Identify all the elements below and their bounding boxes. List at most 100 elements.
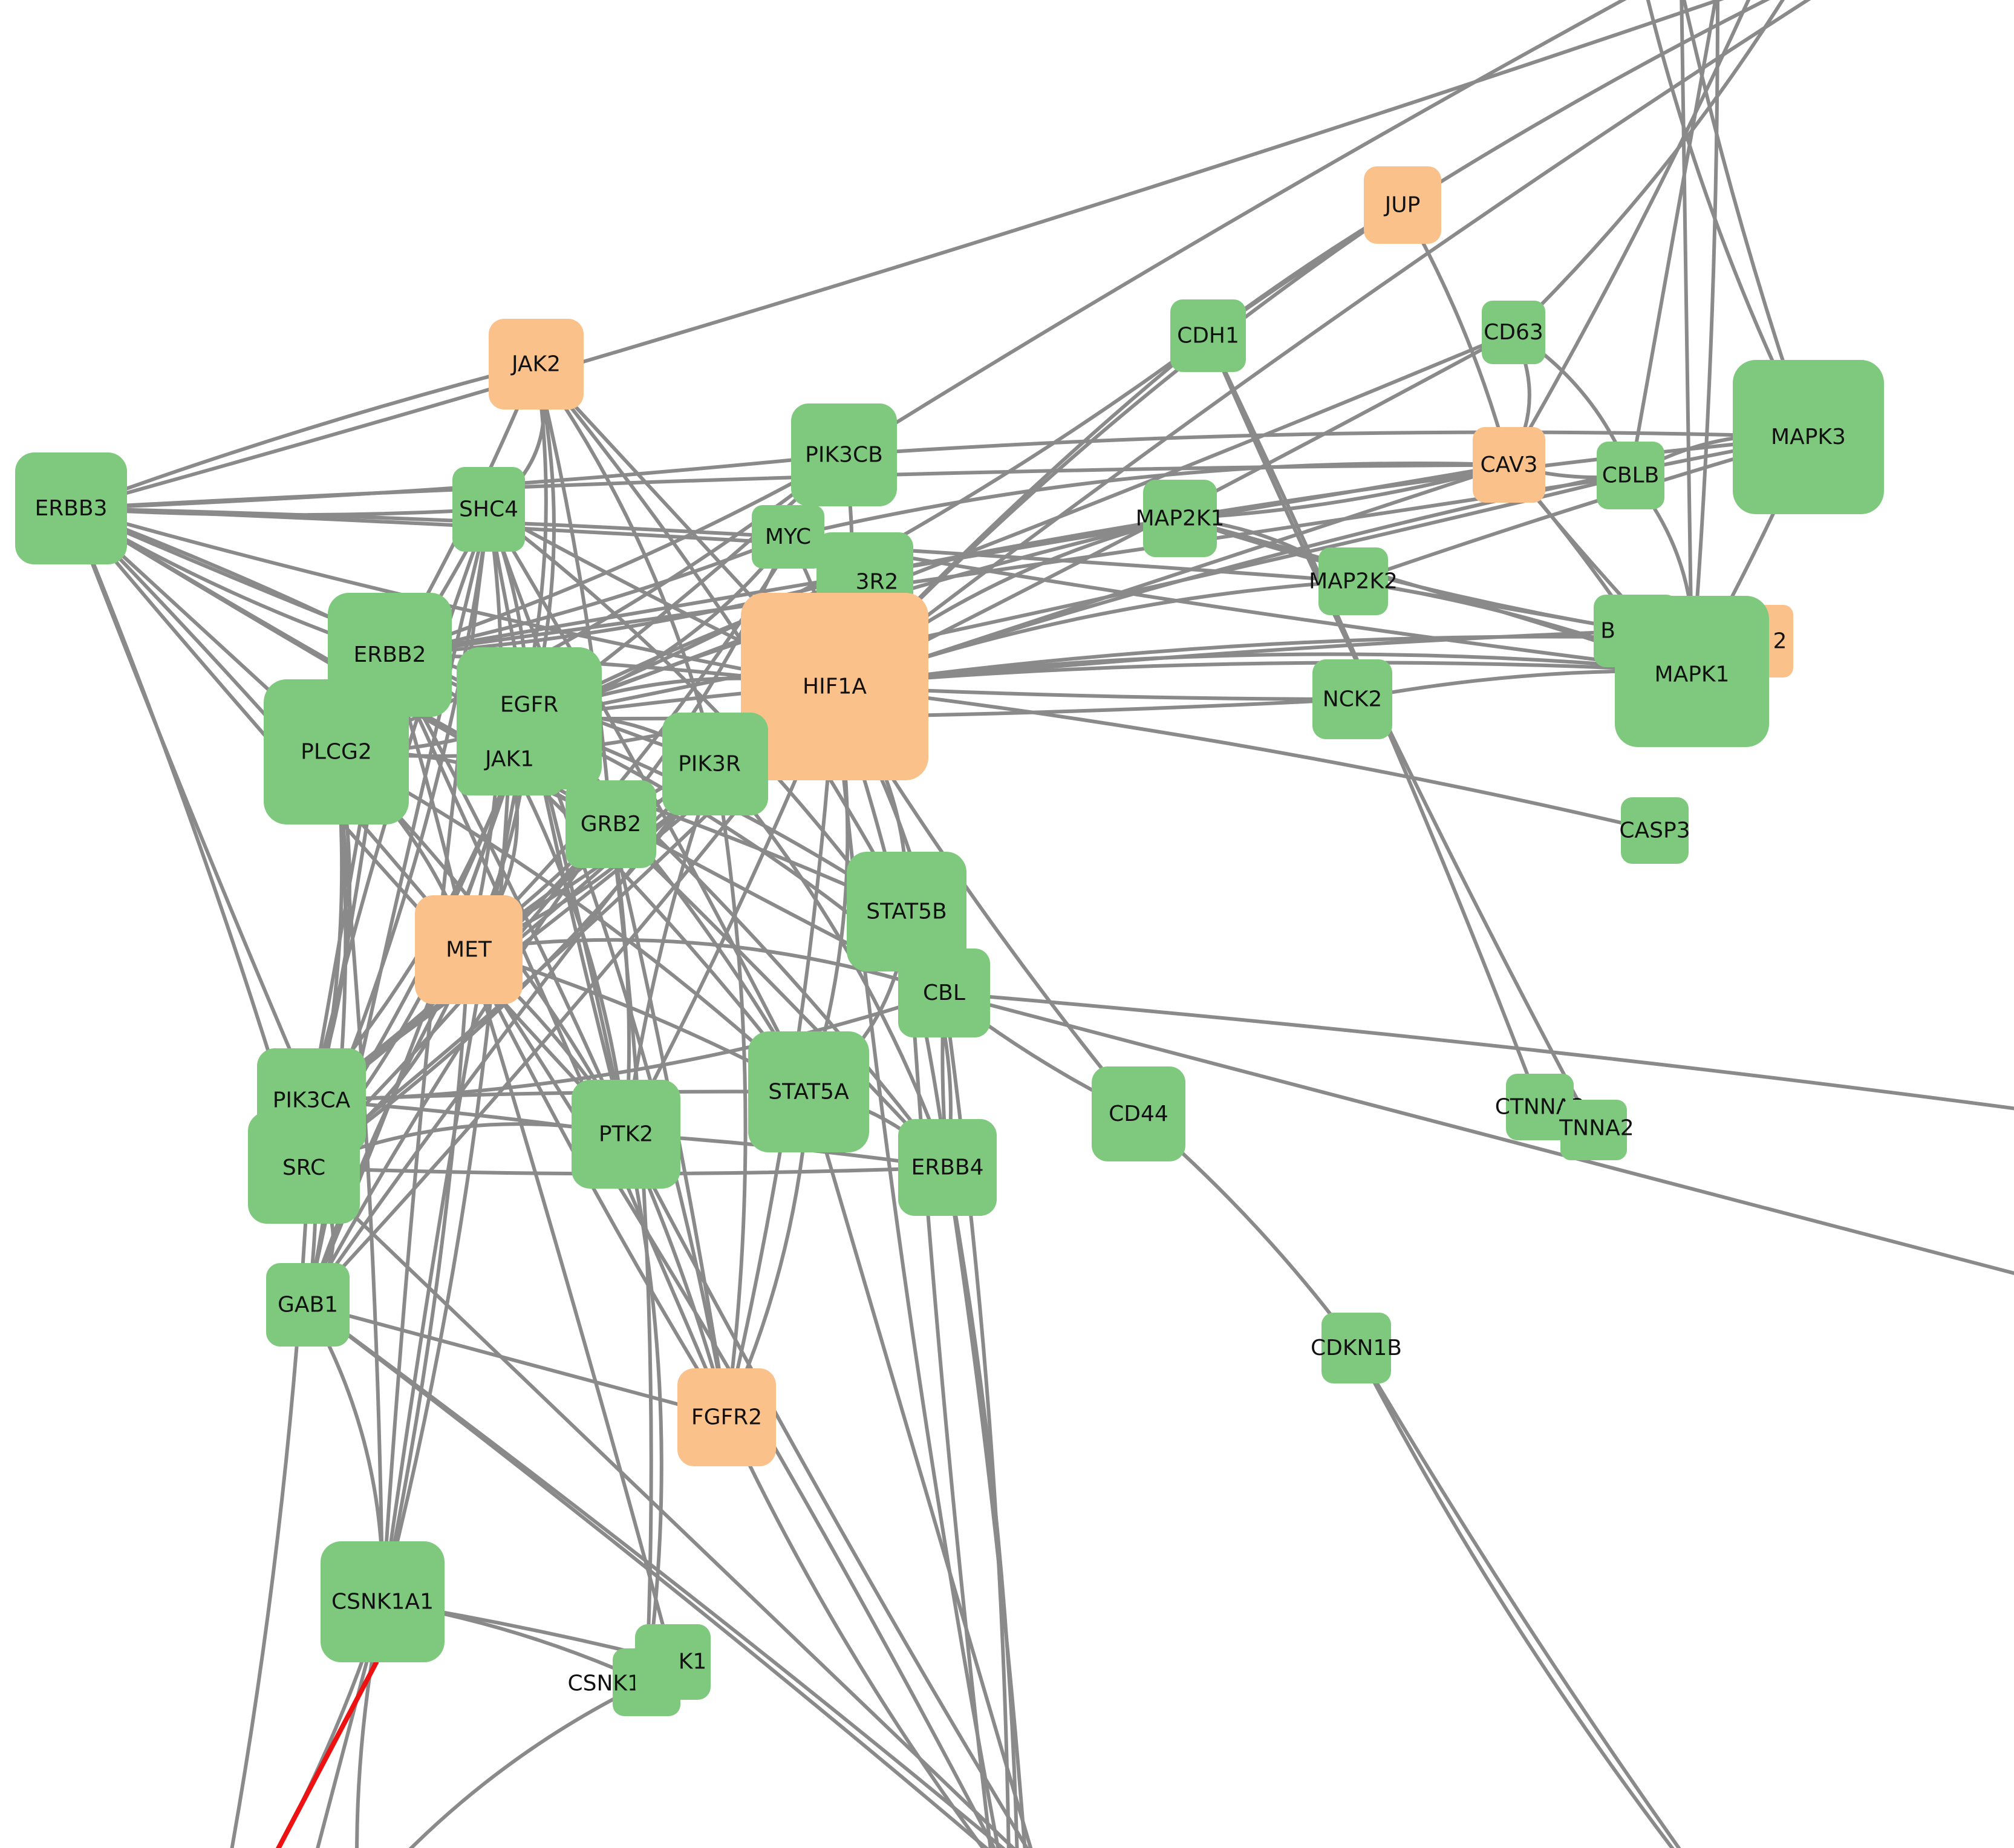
node-box-cblb[interactable] [1597,442,1664,509]
node-box-map2k1[interactable] [1143,480,1217,557]
node-label-cdkn1b: CDKN1B [1311,1336,1402,1360]
node-label-cblb: CBLB [1602,463,1660,488]
edge-erbb4-offscreen-bottom [945,1166,1027,1848]
node-fgfr2[interactable]: FGFR2 [677,1368,776,1466]
edge-pik3cb-offscreen-top [842,0,1627,457]
node-box-nck2[interactable] [1312,659,1392,739]
node-box-jak2[interactable] [489,319,584,410]
node-box-hif1a[interactable] [741,593,928,780]
node-box-cav3[interactable] [1473,427,1545,503]
node-box-ptk2[interactable] [572,1080,680,1189]
node-shc4[interactable]: SHC4 [452,467,525,552]
node-box-cbl[interactable] [898,948,990,1037]
node-box-map2k2[interactable] [1318,547,1388,615]
node-jak1[interactable]: JAK1 [457,723,562,795]
node-box-jak1[interactable] [457,723,562,795]
node-casp3[interactable]: CASP3 [1619,797,1690,864]
edge-met-k1 [467,948,675,1664]
node-erbb4[interactable]: ERBB4 [898,1119,997,1216]
node-box-ctnna3[interactable] [1506,1074,1574,1140]
node-box-k1[interactable] [635,1624,711,1700]
edge-erbb2-fgfr2 [388,653,729,1419]
edge-grb2-erbb4 [609,822,950,1169]
node-box-jup[interactable] [1364,166,1441,244]
node-box-csnk1a1[interactable] [321,1541,445,1662]
node-hif1a[interactable]: HIF1A [741,593,928,780]
edge-cd63-offscreen-top [1511,0,1785,335]
edge-erbb3-myc [69,506,790,539]
node-mapk3[interactable]: MAPK3 [1733,360,1884,514]
node-box-fgfr2[interactable] [677,1368,776,1466]
edge-cdh1-ctnna2 [1206,334,1595,1132]
node-pik3cb[interactable]: PIK3CB [791,403,897,506]
edge-myc-cav3 [786,461,1511,539]
node-box-cd63[interactable] [1482,301,1545,364]
node-box-shc4[interactable] [452,467,525,552]
node-box-stat5b[interactable] [847,852,966,971]
node-mapk1[interactable]: MAPK1 [1615,596,1769,747]
node-box-cdh1[interactable] [1170,299,1246,372]
node-cblb[interactable]: CBLB [1597,442,1664,509]
node-cbl[interactable]: CBL [898,948,990,1037]
node-box-erbb3[interactable] [15,452,127,564]
node-pik3r1[interactable]: PIK3R [662,713,768,815]
node-cd63[interactable]: CD63 [1482,301,1545,364]
node-cd44[interactable]: CD44 [1092,1066,1185,1161]
node-myc[interactable]: MYC [752,505,824,569]
node-src[interactable]: SRC [248,1112,360,1224]
node-stat5b[interactable]: STAT5B [847,852,966,971]
node-label-csnk1a1: CSNK1A1 [331,1590,434,1615]
node-ctnna2[interactable]: TNNA2 [1559,1100,1634,1160]
node-label-cdh1: CDH1 [1177,324,1239,348]
node-met[interactable]: MET [415,895,523,1004]
node-label-hidden2: 2 [1773,629,1787,654]
edge-cav3-map2k1 [1178,463,1511,520]
node-box-ctnna2[interactable] [1560,1100,1627,1160]
node-label-map2k2: MAP2K2 [1309,569,1398,594]
node-label-hif1a: HIF1A [803,674,867,699]
node-box-stat5a[interactable] [748,1031,869,1152]
node-k1[interactable]: K1 [635,1624,711,1700]
node-box-plcg2[interactable] [264,679,409,824]
node-csnk1a1[interactable]: CSNK1A1 [321,1541,445,1662]
edge-egfr-nck2 [527,697,1354,720]
node-box-mapk3[interactable] [1733,360,1884,514]
node-box-pik3cb[interactable] [791,403,897,506]
node-jak2[interactable]: JAK2 [489,319,584,410]
node-cdh1[interactable]: CDH1 [1170,299,1246,372]
node-ptk2[interactable]: PTK2 [572,1080,680,1189]
node-map2k2[interactable]: MAP2K2 [1309,547,1398,615]
node-box-gab1[interactable] [266,1263,350,1347]
node-label-erbb4: ERBB4 [911,1155,983,1180]
node-box-met[interactable] [415,895,523,1004]
node-label-pik3cb: PIK3CB [805,443,883,468]
edge-erbb3-jak2 [69,362,538,511]
node-box-erbb4[interactable] [898,1119,997,1216]
node-box-grb2[interactable] [565,780,656,868]
node-box-cdkn1b[interactable] [1321,1313,1391,1383]
edge-cbl-offscreen-right [942,991,2014,1111]
node-map2k1[interactable]: MAP2K1 [1136,480,1225,557]
node-box-src[interactable] [248,1112,360,1224]
edge-plcg2-csnk1a1 [334,750,385,1604]
node-gab1[interactable]: GAB1 [266,1263,350,1347]
node-stat5a[interactable]: STAT5A [748,1031,869,1152]
node-box-casp3[interactable] [1621,797,1689,864]
node-plcg2[interactable]: PLCG2 [264,679,409,824]
node-cdkn1b[interactable]: CDKN1B [1311,1313,1402,1383]
node-label-met: MET [446,938,492,962]
node-erbb3[interactable]: ERBB3 [15,452,127,564]
node-label-stat5a: STAT5A [768,1080,849,1105]
node-label-cav3: CAV3 [1481,452,1538,477]
node-label-casp3: CASP3 [1619,818,1690,843]
node-box-pik3r1[interactable] [662,713,768,815]
edge-gab1-fgfr2 [306,1303,729,1419]
node-box-myc[interactable] [752,505,824,569]
node-nck2[interactable]: NCK2 [1312,659,1392,739]
node-grb2[interactable]: GRB2 [565,780,656,868]
node-box-cd44[interactable] [1092,1066,1185,1161]
node-box-mapk1[interactable] [1615,596,1769,747]
node-jup[interactable]: JUP [1364,166,1441,244]
node-cav3[interactable]: CAV3 [1473,427,1545,503]
